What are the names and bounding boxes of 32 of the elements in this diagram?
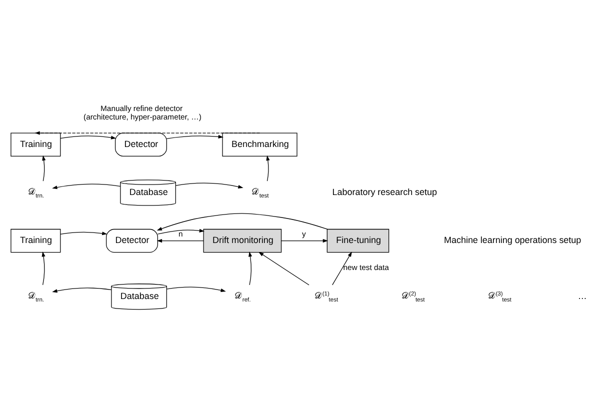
arrow: [158, 228, 205, 234]
node-box: Benchmarking: [222, 132, 298, 156]
node-box: Detector: [114, 132, 167, 156]
arrow: [281, 239, 328, 243]
label: Machine learning operations setup: [444, 235, 582, 246]
arrow: [52, 184, 121, 190]
node-box: Training: [10, 228, 61, 253]
arrow: [175, 182, 244, 188]
node-text: 𝒟$_{trn.}$: [28, 290, 44, 304]
arrow: [258, 252, 310, 286]
arrow: [332, 252, 352, 286]
arrow: [52, 288, 112, 293]
node-text: 𝒟$_{ref.}$: [234, 290, 251, 304]
arrow: [60, 232, 108, 236]
arrow: [166, 286, 226, 292]
arrow: [42, 155, 46, 182]
arrow: [248, 252, 252, 286]
node-box: Fine-tuning: [326, 228, 390, 253]
node-box: Training: [10, 132, 61, 156]
node-box: Detector: [106, 228, 158, 253]
label: Laboratory research setup: [332, 187, 438, 198]
label: …: [578, 291, 587, 302]
arrow: [34, 131, 260, 135]
node-box: Drift monitoring: [203, 228, 282, 253]
arrow: [42, 252, 46, 286]
arrow: [266, 155, 270, 182]
arrow: [156, 239, 204, 243]
arrow: [156, 213, 328, 230]
node-text: 𝒟$_{test}$: [252, 186, 269, 200]
arrow: [60, 136, 116, 140]
arrow: [166, 134, 224, 140]
node-text: 𝒟$_{trn.}$: [28, 186, 44, 200]
